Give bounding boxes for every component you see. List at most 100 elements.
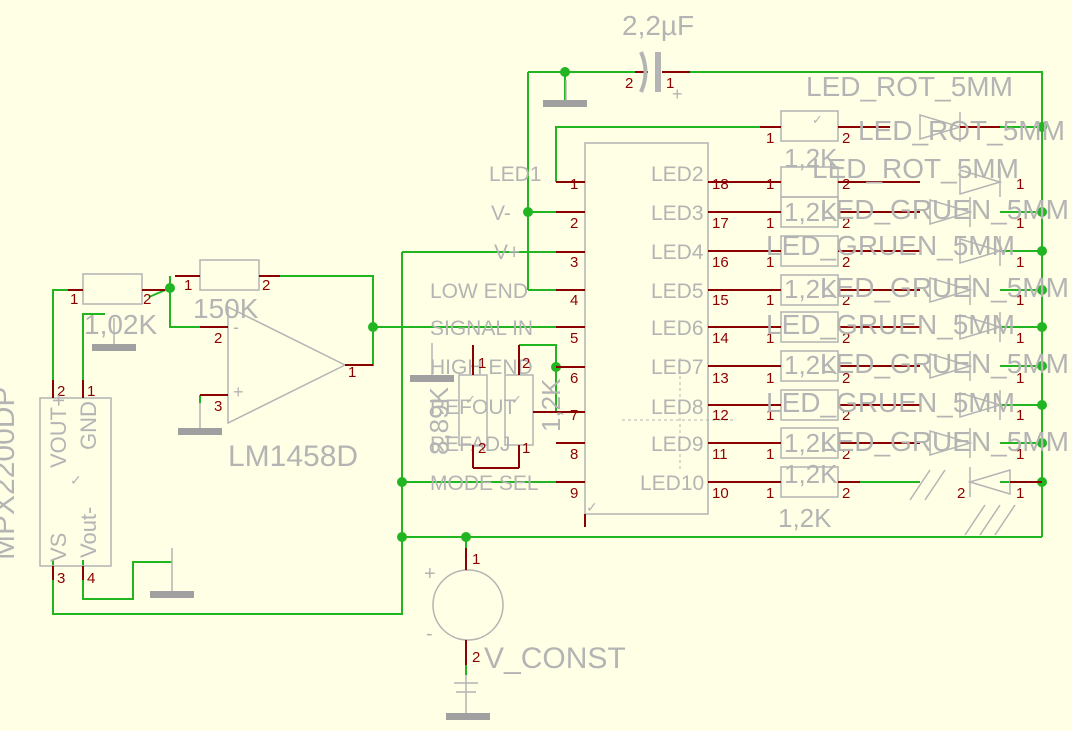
led-9[interactable]: LED_GRUEN_5MM 1 [820,426,1069,463]
svg-text:150K: 150K [193,293,259,324]
svg-text:5: 5 [570,330,578,347]
svg-text:1: 1 [87,383,95,400]
svg-text:2: 2 [957,485,965,502]
svg-text:1: 1 [766,485,774,502]
svg-text:3: 3 [214,398,222,415]
svg-text:1: 1 [1016,370,1024,387]
svg-text:LED_ROT_5MM: LED_ROT_5MM [806,71,1013,102]
led-4[interactable]: LED_GRUEN_5MM 1 [766,230,1024,271]
svg-text:2: 2 [522,355,530,372]
svg-text:2: 2 [262,277,270,294]
opamp-lm1458d[interactable]: 2 3 1 - + LM1458D [200,305,373,473]
svg-text:✓: ✓ [465,392,476,407]
svg-text:1: 1 [570,176,578,193]
svg-text:1: 1 [522,440,530,457]
svg-text:LED8: LED8 [651,396,704,419]
svg-text:1: 1 [1016,330,1024,347]
led-6[interactable]: LED_GRUEN_5MM 1 [766,309,1024,347]
resistor-1-02k[interactable]: 1 2 1,02K [68,273,165,340]
svg-text:2: 2 [478,440,486,457]
svg-text:1: 1 [478,355,486,372]
svg-text:LED1: LED1 [489,163,542,186]
svg-text:VS: VS [46,533,71,562]
svg-text:V-: V- [491,202,511,225]
svg-text:HIGH END: HIGH END [430,356,533,379]
svg-text:✓: ✓ [511,392,522,407]
svg-text:1: 1 [766,407,774,424]
svg-text:LED_GRUEN_5MM: LED_GRUEN_5MM [820,194,1069,225]
resistor-led1[interactable]: 1 2 ✓ 1,2K [760,110,890,173]
svg-text:2: 2 [842,330,850,347]
ground-symbols [92,80,587,720]
led-8[interactable]: LED_GRUEN_5MM 1 [766,387,1024,424]
svg-text:1,2K: 1,2K [784,143,838,173]
svg-text:2: 2 [57,383,65,400]
svg-text:LED9: LED9 [651,433,704,456]
svg-text:+: + [672,84,683,104]
svg-text:2: 2 [570,215,578,232]
svg-text:1,2K: 1,2K [784,197,838,227]
svg-text:LED_GRUEN_5MM: LED_GRUEN_5MM [766,387,1015,418]
svg-text:1: 1 [766,370,774,387]
reference-resistors[interactable]: 1 2 2 1 ✓ ✓ 8,89K 1,2K [424,345,566,469]
svg-text:1: 1 [1016,485,1024,502]
pressure-sensor[interactable]: 2 1 3 4 ✓ VOUT+ GND VS Vout- MPX2200DP [0,380,112,587]
svg-text:✓: ✓ [812,112,823,127]
svg-text:LED_GRUEN_5MM: LED_GRUEN_5MM [820,426,1069,457]
svg-text:1: 1 [348,364,356,381]
svg-text:1: 1 [766,292,774,309]
capacitor-value-label: 2,2µF [622,10,694,41]
svg-text:6: 6 [570,370,578,387]
led-2[interactable]: LED_ROT_5MM 1 [812,153,1024,197]
led-3[interactable]: LED_GRUEN_5MM 1 [820,194,1069,232]
svg-text:LED5: LED5 [651,280,704,303]
svg-text:-: - [233,317,239,337]
svg-text:3: 3 [570,254,578,271]
svg-text:LED10: LED10 [640,472,704,495]
svg-text:2: 2 [472,649,480,666]
led-10[interactable]: 2 1 [909,467,1042,536]
svg-text:1,2K: 1,2K [536,378,566,432]
svg-text:16: 16 [712,254,729,271]
svg-text:1: 1 [1016,215,1024,232]
svg-text:✓: ✓ [70,472,82,488]
led-7[interactable]: LED_GRUEN_5MM 1 [820,348,1069,387]
led-5[interactable]: LED_GRUEN_5MM 1 [820,272,1069,309]
bargraph-ic[interactable]: ✓ LED1 V- V+ LOW END SIGNAL IN HIGH END … [430,142,738,527]
voltage-source[interactable]: 1 2 + - V_CONST [424,548,626,675]
led-1[interactable]: LED_ROT_5MM LED_ROT_5MM [806,71,1065,146]
svg-text:1,2K: 1,2K [784,428,838,458]
svg-text:9: 9 [570,485,578,502]
svg-text:12: 12 [712,407,729,424]
svg-text:14: 14 [712,330,729,347]
svg-text:REFOUT: REFOUT [430,396,517,419]
svg-text:1,2K: 1,2K [784,274,838,304]
supply-label: V_CONST [484,642,626,675]
svg-text:1,2K: 1,2K [778,503,832,533]
svg-text:2: 2 [143,291,151,308]
svg-text:2: 2 [842,176,850,193]
svg-text:11: 11 [712,446,728,463]
opamp-label: LM1458D [228,440,358,473]
svg-text:3: 3 [57,570,65,587]
svg-text:MPX2200DP: MPX2200DP [0,387,21,560]
svg-text:+: + [424,563,436,585]
svg-text:2: 2 [214,330,222,347]
svg-text:VOUT+: VOUT+ [46,394,71,468]
capacitor-2-2uf[interactable]: 2 1 + 2,2µF [622,10,694,104]
svg-text:2: 2 [842,130,850,147]
resistor-150k[interactable]: 1 2 150K [175,259,280,324]
svg-text:MODE SEL: MODE SEL [430,472,539,495]
svg-text:2: 2 [842,370,850,387]
